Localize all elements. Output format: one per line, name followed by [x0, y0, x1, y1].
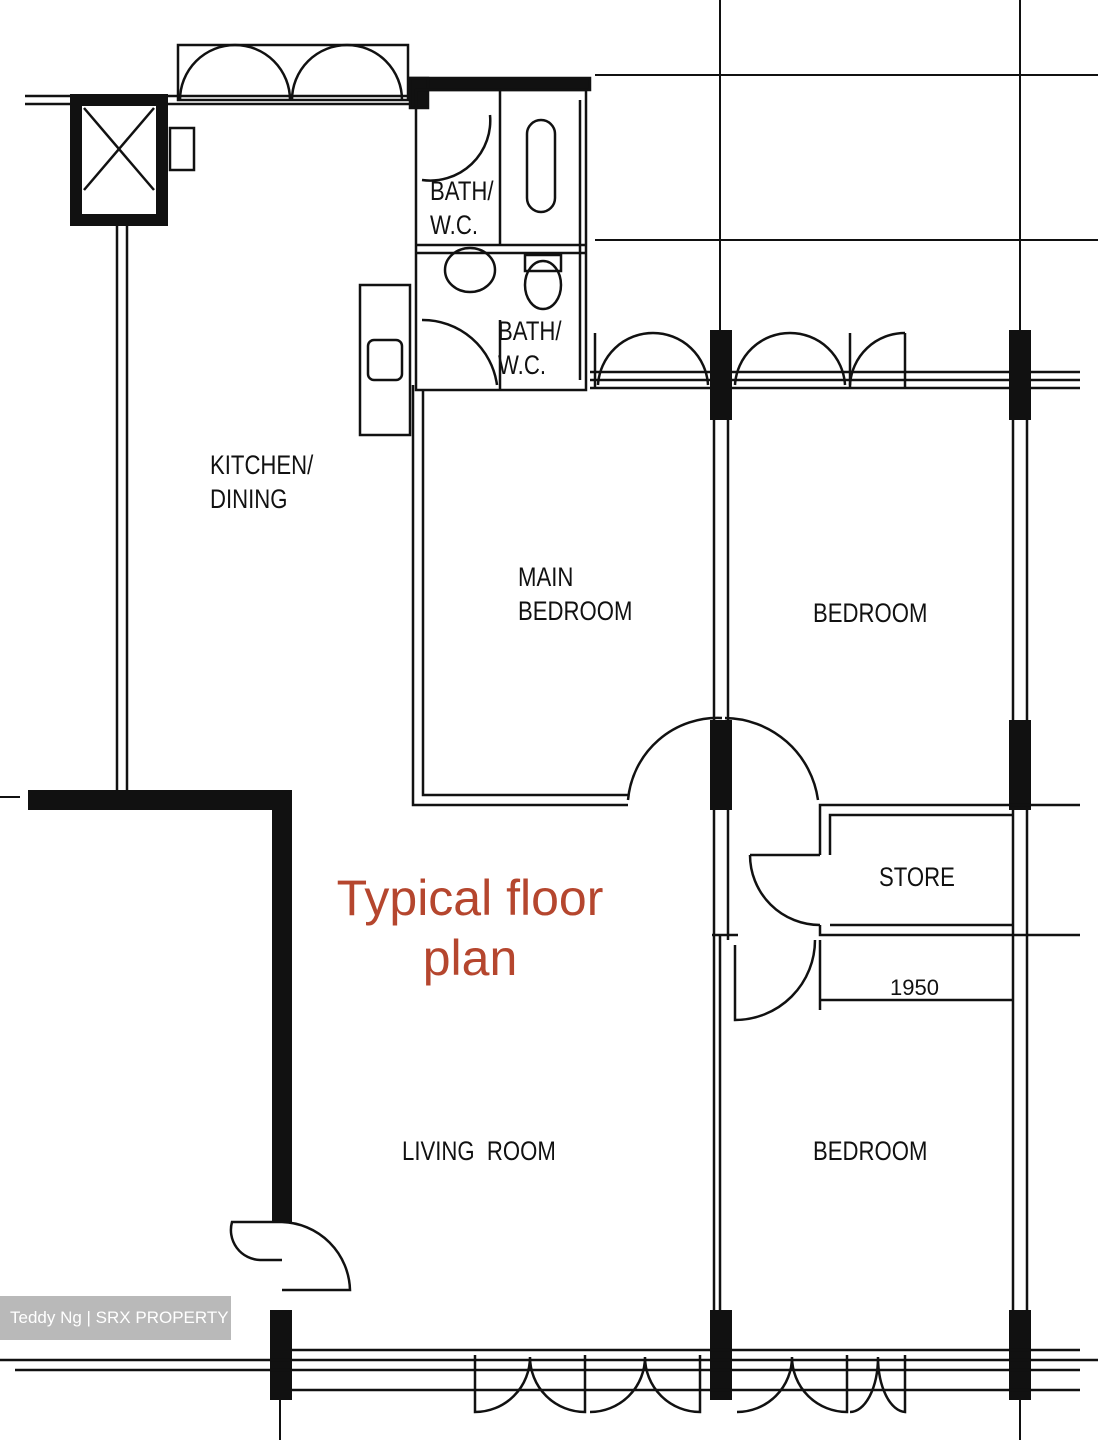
store-walls — [748, 803, 1080, 937]
bedroom-windows — [590, 331, 1080, 390]
room-label-store: STORE — [879, 862, 955, 892]
room-label-bath-wc-2: BATH/ W.C. — [498, 316, 562, 380]
room-label-main-bedroom: MAIN BEDROOM — [518, 562, 633, 626]
room-label-bath-wc-1: BATH/ W.C. — [430, 176, 494, 240]
top-window-wall — [25, 43, 410, 106]
room-label-living-room: LIVING ROOM — [402, 1136, 556, 1166]
room-label-bedroom-2: BEDROOM — [813, 1136, 928, 1166]
watermark: Teddy Ng | SRX PROPERTY — [0, 1296, 231, 1340]
bottom-windows — [0, 1348, 1098, 1414]
plan-title: Typical floor plan — [336, 870, 604, 986]
columns — [270, 330, 1031, 1400]
bath-block — [358, 76, 592, 437]
shaft — [70, 94, 196, 226]
room-label-bedroom-1: BEDROOM — [813, 598, 928, 628]
room-label-kitchen-dining: KITCHEN/ DINING — [210, 450, 314, 514]
dimension-label: 1950 — [890, 975, 939, 1000]
